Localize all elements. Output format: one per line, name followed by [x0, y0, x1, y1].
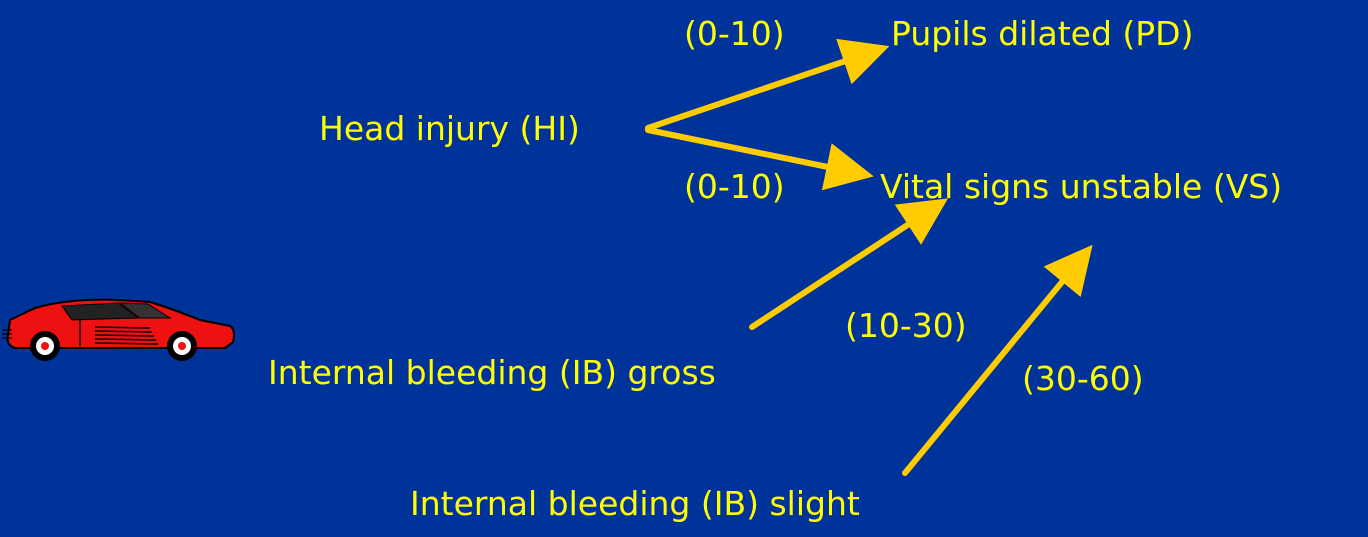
edge-label-slight-vs: (30-60)	[1022, 362, 1144, 395]
edge-label-hi-vs: (0-10)	[684, 170, 785, 203]
edge-label-hi-pd: (0-10)	[684, 17, 785, 50]
node-ib-slight: Internal bleeding (IB) slight	[410, 487, 860, 520]
arrow-hi-to-pd	[648, 50, 878, 128]
node-ib-gross: Internal bleeding (IB) gross	[268, 356, 716, 389]
node-vital-signs: Vital signs unstable (VS)	[880, 170, 1282, 203]
node-pupils-dilated: Pupils dilated (PD)	[891, 17, 1193, 50]
node-head-injury: Head injury (HI)	[319, 112, 580, 145]
edge-label-gross-vs: (10-30)	[845, 309, 967, 342]
